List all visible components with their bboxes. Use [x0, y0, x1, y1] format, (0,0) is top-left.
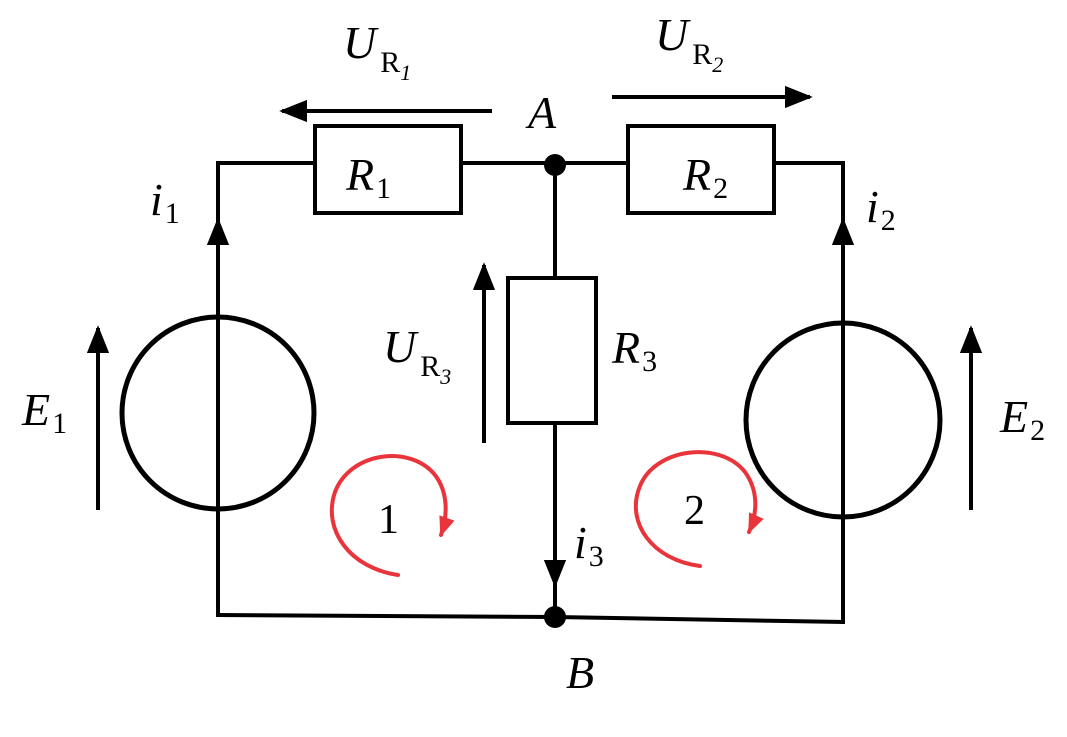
label-r3: R3 — [611, 322, 657, 378]
label-r2: R2 — [682, 149, 728, 205]
label-i3: i3 — [574, 517, 604, 573]
label-i2: i2 — [866, 181, 896, 237]
label-node-a: A — [525, 87, 557, 138]
label-r1: R1 — [345, 149, 391, 205]
label-e1: E1 — [21, 384, 67, 440]
wire-bottom — [215, 612, 846, 625]
node-a-dot — [544, 154, 566, 176]
label-node-b: B — [566, 647, 594, 698]
resistor-r1 — [313, 124, 463, 215]
node-b-dot — [544, 606, 566, 628]
label-i1: i1 — [150, 174, 180, 230]
loop-2-arrow-icon — [633, 450, 764, 568]
label-loop-1: 1 — [378, 497, 399, 543]
loop-1-arrow-icon — [329, 454, 455, 577]
wire-top-right — [772, 161, 845, 234]
source-e2 — [743, 320, 943, 520]
label-e2: E2 — [999, 391, 1045, 447]
resistor-r2 — [626, 124, 776, 215]
resistor-r3 — [506, 276, 598, 425]
label-loop-2: 2 — [684, 488, 705, 534]
source-e1 — [119, 314, 317, 512]
